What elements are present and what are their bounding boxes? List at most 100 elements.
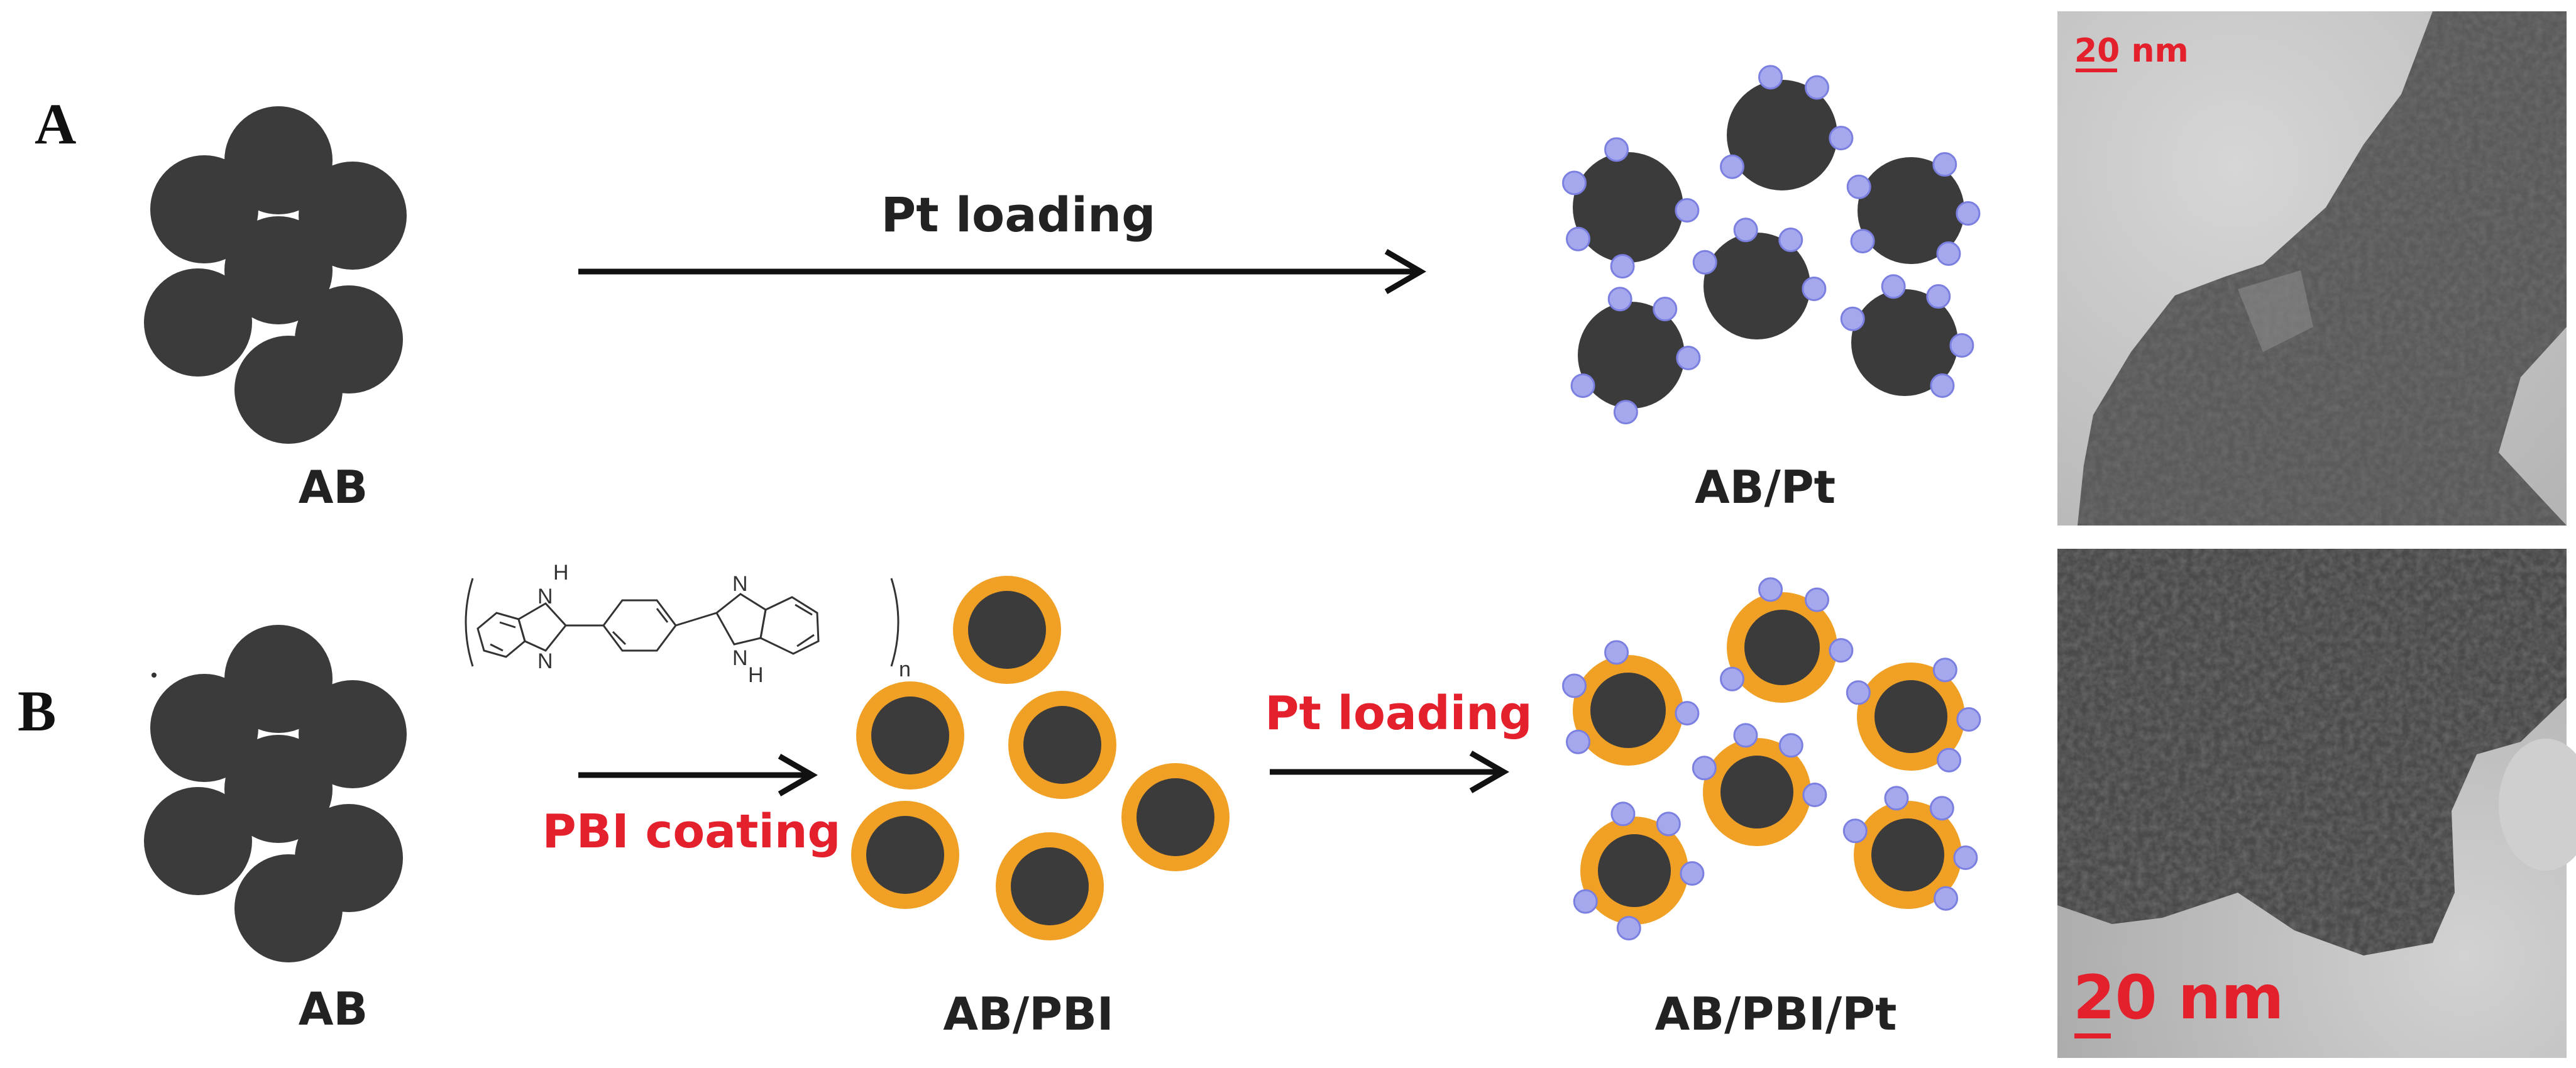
pt-nanoparticle [1758,65,1783,90]
carbon-sphere [144,787,252,895]
atom-h-top-left: H [553,561,569,585]
pt-nanoparticle [1953,845,1978,871]
atom-n-top-right: N [732,572,748,596]
tem-scale-b: 20 nm [2073,962,2284,1033]
pt-nanoparticle [1610,254,1635,279]
pt-nanoparticle [1604,640,1629,665]
pt-nanoparticle [1884,786,1909,811]
pt-nanoparticle [1675,701,1700,726]
pbi-coating-arrow [578,754,818,796]
pt-nanoparticle [1720,154,1745,179]
carbon-sphere [234,854,343,962]
carbon-sphere [1851,289,1958,396]
ab-pbi-pt-label: AB/PBI/Pt [1655,988,1897,1040]
pt-nanoparticle [1829,638,1854,663]
pt-nanoparticle [1680,861,1705,886]
carbon-sphere [1871,818,1944,891]
carbon-sphere [1704,233,1810,339]
pt-nanoparticle [1934,886,1959,911]
ab-label-a: AB [299,461,368,514]
carbon-sphere [1590,673,1666,748]
pt-nanoparticle [1802,276,1827,301]
pt-nanoparticle [1616,916,1641,941]
ab-pt-label-a: AB/Pt [1695,461,1836,514]
carbon-sphere [150,155,258,263]
pt-nanoparticle [1926,284,1951,309]
pt-nanoparticle [1758,577,1783,602]
carbon-sphere [871,696,949,774]
pt-nanoparticle [1937,747,1962,773]
tem-image-b: 20 nm [2057,549,2576,1058]
pt-nanoparticle [1561,673,1587,698]
carbon-sphere [1858,157,1964,264]
pt-nanoparticle [1936,241,1961,266]
carbon-sphere [150,674,258,782]
pt-loading-arrow-a [578,249,1426,294]
panel-a-letter: A [35,92,76,156]
pt-nanoparticle [1929,796,1954,821]
pt-loading-label-b: Pt loading [1265,686,1533,740]
carbon-sphere [1137,778,1214,856]
pt-nanoparticle [1881,274,1906,299]
pt-nanoparticle [1778,228,1803,253]
pt-nanoparticle [1566,226,1591,251]
ab-pbi-pt-particles [1561,577,1981,941]
pt-nanoparticle [1846,680,1871,705]
pt-nanoparticle [1720,666,1745,691]
pt-nanoparticle [1956,707,1981,732]
carbon-sphere [1023,706,1101,784]
atom-n-bottom-right: N [732,646,748,670]
atom-h-bottom-right: H [748,663,764,687]
pt-nanoparticle [1956,201,1981,226]
pt-loading-label-a: Pt loading [881,187,1156,243]
carbon-sphere [224,216,333,324]
atom-n-top-left: N [537,585,553,608]
pt-nanoparticle [1932,658,1957,683]
carbon-sphere [1727,80,1837,190]
pbi-monomer-structure: n N H N N N H [465,561,911,687]
pt-nanoparticle [1805,75,1830,100]
carbon-sphere [1578,302,1685,409]
pt-nanoparticle [1842,818,1868,844]
pt-nanoparticle [1778,733,1803,758]
carbon-sphere [1011,847,1089,925]
tem-scale-a: 20 nm [2074,32,2189,70]
pt-nanoparticle [1613,400,1638,425]
carbon-sphere [224,735,333,843]
pt-nanoparticle [1930,373,1955,398]
pt-nanoparticle [1733,723,1758,748]
pt-loading-arrow-b [1270,751,1510,793]
pt-nanoparticle [1675,198,1700,223]
pt-nanoparticle [1566,729,1591,754]
carbon-sphere [1720,756,1793,829]
pt-nanoparticle [1932,152,1957,177]
ab-pt-particles-a [1561,65,1981,425]
pt-nanoparticle [1949,333,1974,358]
ab-cluster-a [144,106,407,444]
ab-pbi-particles [851,576,1230,940]
pt-nanoparticle [1676,345,1701,370]
repeat-unit-n: n [899,658,911,681]
panel-b-letter: B [18,679,56,743]
pt-nanoparticle [1656,812,1681,837]
pt-nanoparticle [1604,137,1629,162]
pt-nanoparticle [1610,801,1636,827]
pt-nanoparticle [1653,297,1678,322]
tem-image-a: 20 nm [2057,11,2567,526]
pt-nanoparticle [1829,126,1854,151]
ab-cluster-b [144,625,407,962]
pt-nanoparticle [1561,170,1587,195]
carbon-sphere [1744,610,1820,685]
pt-nanoparticle [1733,217,1758,243]
carbon-sphere [1874,680,1947,753]
pt-nanoparticle [1573,889,1598,914]
carbon-sphere [968,591,1046,669]
pt-nanoparticle [1570,373,1595,399]
pt-nanoparticle [1846,174,1871,199]
carbon-sphere [1598,834,1671,907]
carbon-sphere [1573,152,1683,263]
carbon-sphere [144,268,252,377]
pt-nanoparticle [1802,783,1827,808]
pt-nanoparticle [1607,287,1632,312]
